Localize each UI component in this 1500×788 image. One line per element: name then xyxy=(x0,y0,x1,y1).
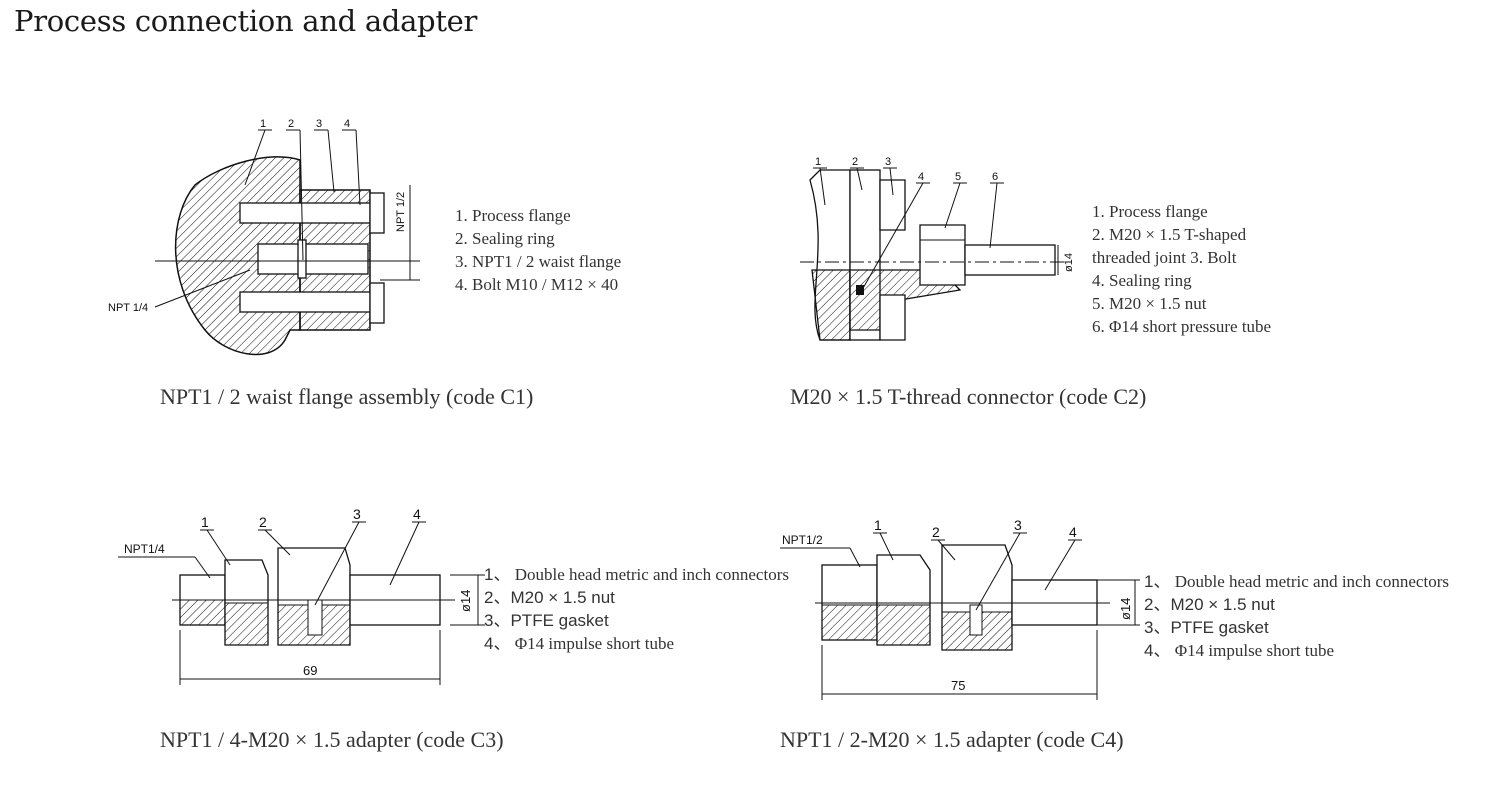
c2-legend-item: 5. M20 × 1.5 nut xyxy=(1092,294,1207,313)
c4-callout-1: 1 xyxy=(874,517,882,533)
c4-length-label: 75 xyxy=(951,678,965,693)
c2-bolt-top xyxy=(879,179,906,231)
c4-dia-label: ø14 xyxy=(1118,598,1133,620)
c4-callouts: 1 2 3 4 xyxy=(873,517,1082,611)
c4-legend-item: 1、 Double head metric and inch connector… xyxy=(1144,572,1449,591)
c3-callout-4: 4 xyxy=(413,506,421,522)
c2-connector-drawing: ø14 1 2 3 4 5 6 xyxy=(800,156,1075,341)
c1-callout-1: 1 xyxy=(260,118,266,130)
c2-callout-6: 6 xyxy=(992,171,998,183)
c2-legend: 1. Process flange 2. M20 × 1.5 T-shaped … xyxy=(1092,200,1271,338)
c2-callout-5: 5 xyxy=(955,171,961,183)
c2-bolt-bottom xyxy=(879,294,906,341)
c2-callout-2: 2 xyxy=(852,156,858,168)
c3-dia-label: ø14 xyxy=(458,590,473,612)
c3-legend: 1、 Double head metric and inch connector… xyxy=(484,563,789,655)
c1-callout-3: 3 xyxy=(316,118,322,130)
c3-length-label: 69 xyxy=(303,663,317,678)
c1-legend-item: 1. Process flange xyxy=(455,206,571,225)
c1-caption: NPT1 / 2 waist flange assembly (code C1) xyxy=(160,384,534,409)
c1-npt-half-label: NPT 1/2 xyxy=(395,192,407,232)
c4-ptfe-gasket xyxy=(969,604,983,636)
c4-callout-3: 3 xyxy=(1014,517,1022,533)
c2-short-tube xyxy=(964,244,1056,276)
c4-legend-item: 4、 Φ14 impulse short tube xyxy=(1144,641,1334,660)
c3-callouts: 1 2 3 4 xyxy=(200,506,426,606)
c1-flange-drawing: NPT 1/2 NPT 1/4 1 2 3 4 xyxy=(108,118,420,356)
c4-callout-4: 4 xyxy=(1069,524,1077,540)
page-title: Process connection and adapter xyxy=(14,4,478,38)
c4-npt-label: NPT1/2 xyxy=(782,533,823,547)
c1-legend-item: 2. Sealing ring xyxy=(455,229,555,248)
c2-legend-item: 1. Process flange xyxy=(1092,202,1208,221)
c2-callout-3: 3 xyxy=(885,156,891,168)
c4-caption: NPT1 / 2-M20 × 1.5 adapter (code C4) xyxy=(780,727,1124,752)
c3-legend-item: 1、 Double head metric and inch connector… xyxy=(484,565,789,584)
c2-dia-label: ø14 xyxy=(1063,253,1075,272)
c2-caption: M20 × 1.5 T-thread connector (code C2) xyxy=(790,384,1147,409)
c2-legend-item: threaded joint 3. Bolt xyxy=(1092,248,1237,267)
c2-callouts: 1 2 3 4 5 6 xyxy=(813,156,1004,291)
c3-legend-item: 4、 Φ14 impulse short tube xyxy=(484,634,674,653)
c2-legend-item: 2. M20 × 1.5 T-shaped xyxy=(1092,225,1247,244)
c1-callout-2: 2 xyxy=(288,118,294,130)
c4-callout-2: 2 xyxy=(932,524,940,540)
c1-legend-item: 3. NPT1 / 2 waist flange xyxy=(455,252,622,271)
c2-callout-1: 1 xyxy=(815,156,821,168)
c2-legend-item: 4. Sealing ring xyxy=(1092,271,1192,290)
c1-callout-4: 4 xyxy=(344,118,350,130)
c3-npt-label: NPT1/4 xyxy=(124,542,165,556)
c2-sealing-ring xyxy=(856,285,864,295)
c3-callout-2: 2 xyxy=(259,514,267,530)
c3-adapter-drawing: ø14 69 NPT1/4 1 2 3 4 xyxy=(118,506,485,685)
c2-callout-4: 4 xyxy=(918,171,924,183)
c3-callout-1: 1 xyxy=(201,514,209,530)
c4-legend-item: 3、PTFE gasket xyxy=(1144,618,1269,637)
c3-legend-item: 2、M20 × 1.5 nut xyxy=(484,588,615,607)
c1-npt-quarter-label: NPT 1/4 xyxy=(108,302,148,314)
c1-legend: 1. Process flange 2. Sealing ring 3. NPT… xyxy=(455,204,621,296)
c4-legend-item: 2、M20 × 1.5 nut xyxy=(1144,595,1275,614)
c3-callout-3: 3 xyxy=(353,506,361,522)
c4-legend: 1、 Double head metric and inch connector… xyxy=(1144,570,1449,662)
c2-legend-item: 6. Φ14 short pressure tube xyxy=(1092,317,1272,336)
c1-legend-item: 4. Bolt M10 / M12 × 40 xyxy=(455,275,619,294)
c1-callouts: 1 2 3 4 xyxy=(244,118,361,261)
c3-caption: NPT1 / 4-M20 × 1.5 adapter (code C3) xyxy=(160,727,504,752)
c3-legend-item: 3、PTFE gasket xyxy=(484,611,609,630)
